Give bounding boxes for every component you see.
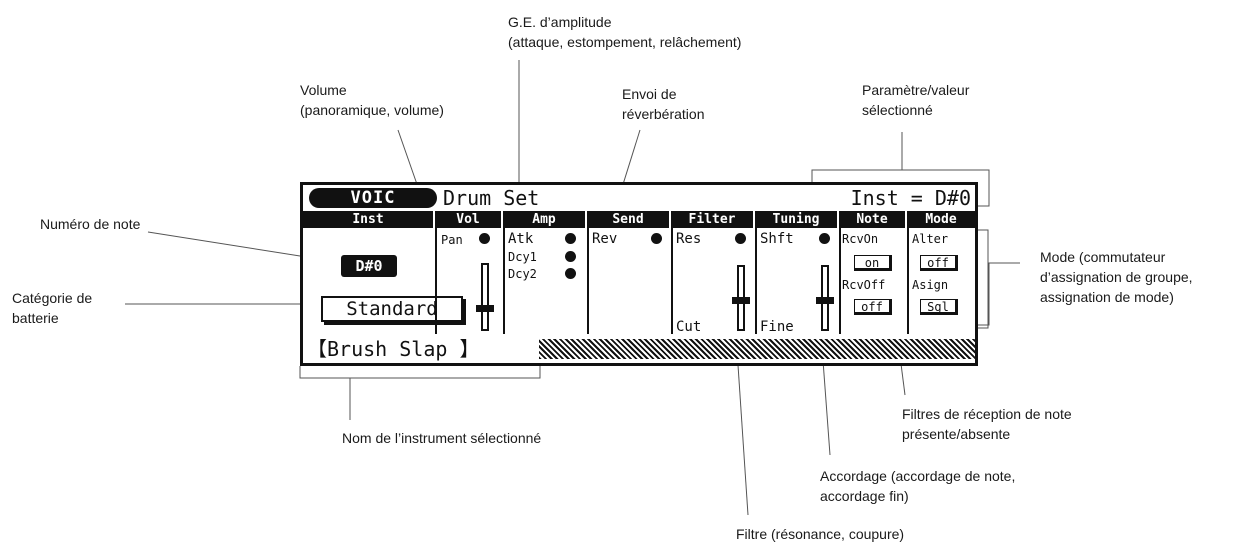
callout-selected-param: Paramètre/valeur sélectionné xyxy=(862,82,970,118)
callout-amplitude-eg: G.E. d’amplitude (attaque, estompement, … xyxy=(508,14,742,50)
col-sep xyxy=(587,228,589,334)
callout-tuning: Accordage (accordage de note, accordage … xyxy=(820,468,1016,504)
cutoff-slider-thumb[interactable] xyxy=(732,297,750,304)
fine-label: Fine xyxy=(760,319,794,335)
res-knob-icon[interactable] xyxy=(735,233,746,244)
cut-label: Cut xyxy=(676,319,702,335)
callout-volume: Volume (panoramique, volume) xyxy=(300,82,444,118)
shft-label: Shft xyxy=(760,231,794,247)
atk-label: Atk xyxy=(508,231,534,247)
dcy1-label: Dcy1 xyxy=(508,250,537,264)
hatch-fill xyxy=(539,339,975,359)
lcd-param-value: Inst = D#0 xyxy=(850,186,971,210)
res-label: Res xyxy=(676,231,702,247)
rcv-off-toggle[interactable]: off xyxy=(854,299,892,315)
dcy2-knob-icon[interactable] xyxy=(565,268,576,279)
tab-vol[interactable]: Vol xyxy=(435,211,503,228)
lcd-title-badge: VOIC xyxy=(309,188,437,208)
tab-filter[interactable]: Filter xyxy=(671,211,755,228)
callout-instrument-name: Nom de l’instrument sélectionné xyxy=(342,430,542,446)
alter-toggle[interactable]: off xyxy=(920,255,958,271)
volume-slider-thumb[interactable] xyxy=(476,305,494,312)
callout-note-number: Numéro de note xyxy=(40,216,141,232)
lcd-mode-label: Drum Set xyxy=(443,186,540,210)
tab-amp[interactable]: Amp xyxy=(503,211,587,228)
col-sep xyxy=(907,228,909,334)
dcy1-knob-icon[interactable] xyxy=(565,251,576,262)
col-sep xyxy=(755,228,757,334)
dcy2-label: Dcy2 xyxy=(508,267,537,281)
rcv-off-label: RcvOff xyxy=(842,278,886,292)
lcd-screen: VOIC Drum Set Inst = D#0 Inst Vol Amp Se… xyxy=(300,182,978,366)
tab-inst[interactable]: Inst xyxy=(303,211,435,228)
callout-drum-category: Catégorie de batterie xyxy=(12,290,93,326)
rev-knob-icon[interactable] xyxy=(651,233,662,244)
col-sep xyxy=(671,228,673,334)
lcd-tab-bar: Inst Vol Amp Send Filter Tuning Note Mod… xyxy=(303,211,975,228)
col-sep xyxy=(435,228,437,334)
tab-note[interactable]: Note xyxy=(839,211,907,228)
callout-reverb-send: Envoi de réverbération xyxy=(622,86,705,122)
fine-slider-thumb[interactable] xyxy=(816,297,834,304)
tab-mode[interactable]: Mode xyxy=(907,211,975,228)
rcv-on-label: RcvOn xyxy=(842,232,879,246)
asign-label: Asign xyxy=(912,278,949,292)
atk-knob-icon[interactable] xyxy=(565,233,576,244)
shft-knob-icon[interactable] xyxy=(819,233,830,244)
rev-label: Rev xyxy=(592,231,618,247)
instrument-name[interactable]: 【Brush Slap 】 xyxy=(307,337,480,361)
alter-label: Alter xyxy=(912,232,949,246)
tab-send[interactable]: Send xyxy=(587,211,671,228)
note-number-box[interactable]: D#0 xyxy=(341,255,397,277)
col-sep xyxy=(839,228,841,334)
asign-toggle[interactable]: Sgl xyxy=(920,299,958,315)
drum-category-box[interactable]: Standard xyxy=(321,296,463,322)
callout-note-filters: Filtres de réception de note présente/ab… xyxy=(902,406,1072,442)
callout-mode: Mode (commutateur d’assignation de group… xyxy=(1040,249,1193,305)
pan-label: Pan xyxy=(441,233,463,247)
tab-tuning[interactable]: Tuning xyxy=(755,211,839,228)
leader-mode xyxy=(968,262,1020,326)
pan-knob-icon[interactable] xyxy=(479,233,490,244)
rcv-on-toggle[interactable]: on xyxy=(854,255,892,271)
volume-slider-track[interactable] xyxy=(481,263,489,331)
callout-filter: Filtre (résonance, coupure) xyxy=(736,526,905,542)
col-sep xyxy=(503,228,505,334)
